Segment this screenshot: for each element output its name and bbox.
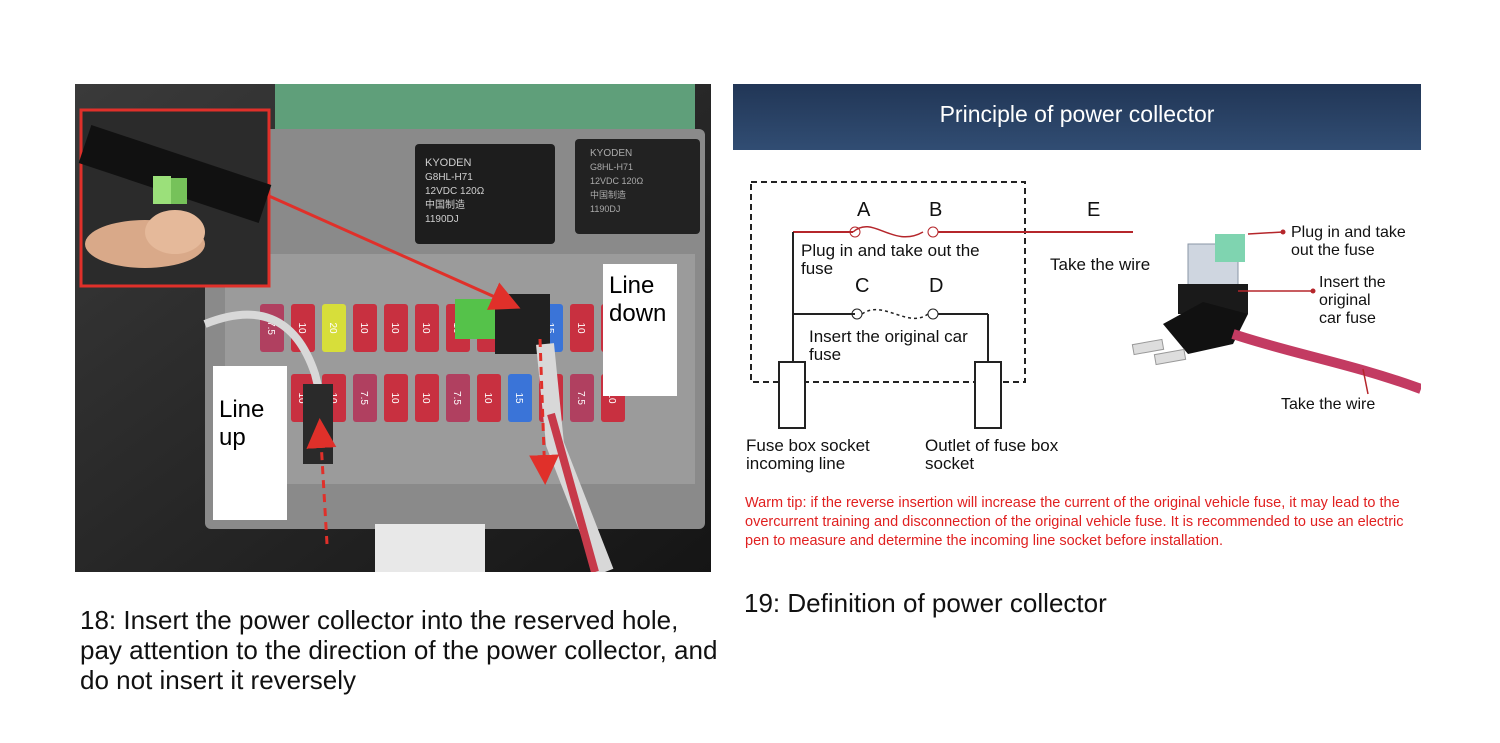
diagram-title: Principle of power collector [733,84,1421,150]
terminal-d [927,308,939,320]
green-add-circuit-fuse [455,299,495,339]
fuse-rating-label: 10 [420,392,431,404]
take-wire-label: Take the wire [1050,255,1151,274]
white-wire-left [203,310,329,415]
line-down-arrow [529,338,560,485]
fuse [353,304,377,352]
svg-text:G8HL-H71: G8HL-H71 [425,172,473,183]
relay-left: KYODEN G8HL-H71 12VDC 120Ω 中国制造 1190DJ [415,144,555,244]
label-e: E [1087,199,1101,221]
fuse-ab [852,226,924,238]
svg-text:中国制造: 中国制造 [590,189,626,200]
svg-text:中国制造: 中国制造 [425,198,465,211]
insert-original-label: Insert the original car fuse [809,327,968,364]
circuit-schematic [750,181,1421,429]
label-a: A [857,199,871,221]
fuse-cd [861,308,929,320]
fuse [570,374,594,422]
callout-wire-label: Take the wire [1281,396,1376,413]
fuse-rating-label: 10 [389,392,400,404]
svg-text:12VDC 120Ω: 12VDC 120Ω [425,186,485,197]
white-wire-right [536,343,614,572]
fuse-rating-label: 10 [296,322,307,334]
line-up-label: Line up [213,366,287,520]
power-collector-diagram: Principle of power collector [733,84,1421,574]
label-d: D [929,275,944,297]
socket-outlet [974,361,1002,429]
svg-text:KYODEN: KYODEN [590,148,632,159]
terminal-b [927,226,939,238]
white-connector [375,524,485,572]
fuse-rating-label: 10 [358,322,369,334]
zoom-inset [78,108,272,288]
fuse [415,304,439,352]
fuse-rating-label: 10 [575,322,586,334]
fuse [570,304,594,352]
caption-step-18: 18: Insert the power collector into the … [80,605,718,695]
terminal-a [849,226,861,238]
fuse [508,374,532,422]
relay-right: KYODEN G8HL-H71 12VDC 120Ω 中国制造 1190DJ [575,139,700,234]
label-c: C [855,275,870,297]
fuse-rating-label: 7.5 [575,391,586,405]
fuse-rating-label: 10 [606,392,617,404]
svg-text:1190DJ: 1190DJ [590,204,620,214]
fuse-rating-label: 7.5 [451,391,462,405]
svg-text:G8HL-H71: G8HL-H71 [590,162,633,172]
fuse-rating-label: 7.5 [265,321,276,335]
fuse-rating-label: 10 [296,392,307,404]
fuse-tap-illustration [1131,229,1421,395]
fuse-rating-label: 15 [513,392,524,404]
fuse-rating-label: 10 [482,392,493,404]
svg-text:12VDC 120Ω: 12VDC 120Ω [590,176,644,186]
label-b: B [929,199,943,221]
socket-incoming-label: Fuse box socket incoming line [746,436,870,473]
callout-plug-label: Plug in and take out the fuse [1291,224,1406,259]
svg-text:KYODEN: KYODEN [425,157,472,169]
warm-tip-text: Warm tip: if the reverse insertion will … [745,495,1404,549]
svg-text:1190DJ: 1190DJ [425,214,459,225]
fuse-rating-label: 20 [327,322,338,334]
fuse-rating-label: 10 [420,322,431,334]
line-up-arrow [306,418,337,545]
line-down-label: Line down [603,264,677,396]
socket-incoming [778,361,806,429]
fuse-rating-label: 10 [389,322,400,334]
fuse [353,374,377,422]
fuse [322,304,346,352]
fuse [415,374,439,422]
fuse [477,374,501,422]
fuse [384,374,408,422]
fuse-box-photo: KYODEN G8HL-H71 12VDC 120Ω 中国制造 1190DJ K… [75,84,711,572]
caption-step-19: 19: Definition of power collector [744,588,1107,618]
fuse [446,374,470,422]
fuse-box-outline [750,181,1026,383]
socket-outlet-label: Outlet of fuse box socket [925,436,1059,473]
plug-in-label: Plug in and take out the fuse [801,241,980,278]
fuse-rating-label: 7.5 [358,391,369,405]
zoom-arrow [268,194,521,310]
fuse [384,304,408,352]
callout-insert-label: Insert the original car fuse [1319,274,1386,327]
